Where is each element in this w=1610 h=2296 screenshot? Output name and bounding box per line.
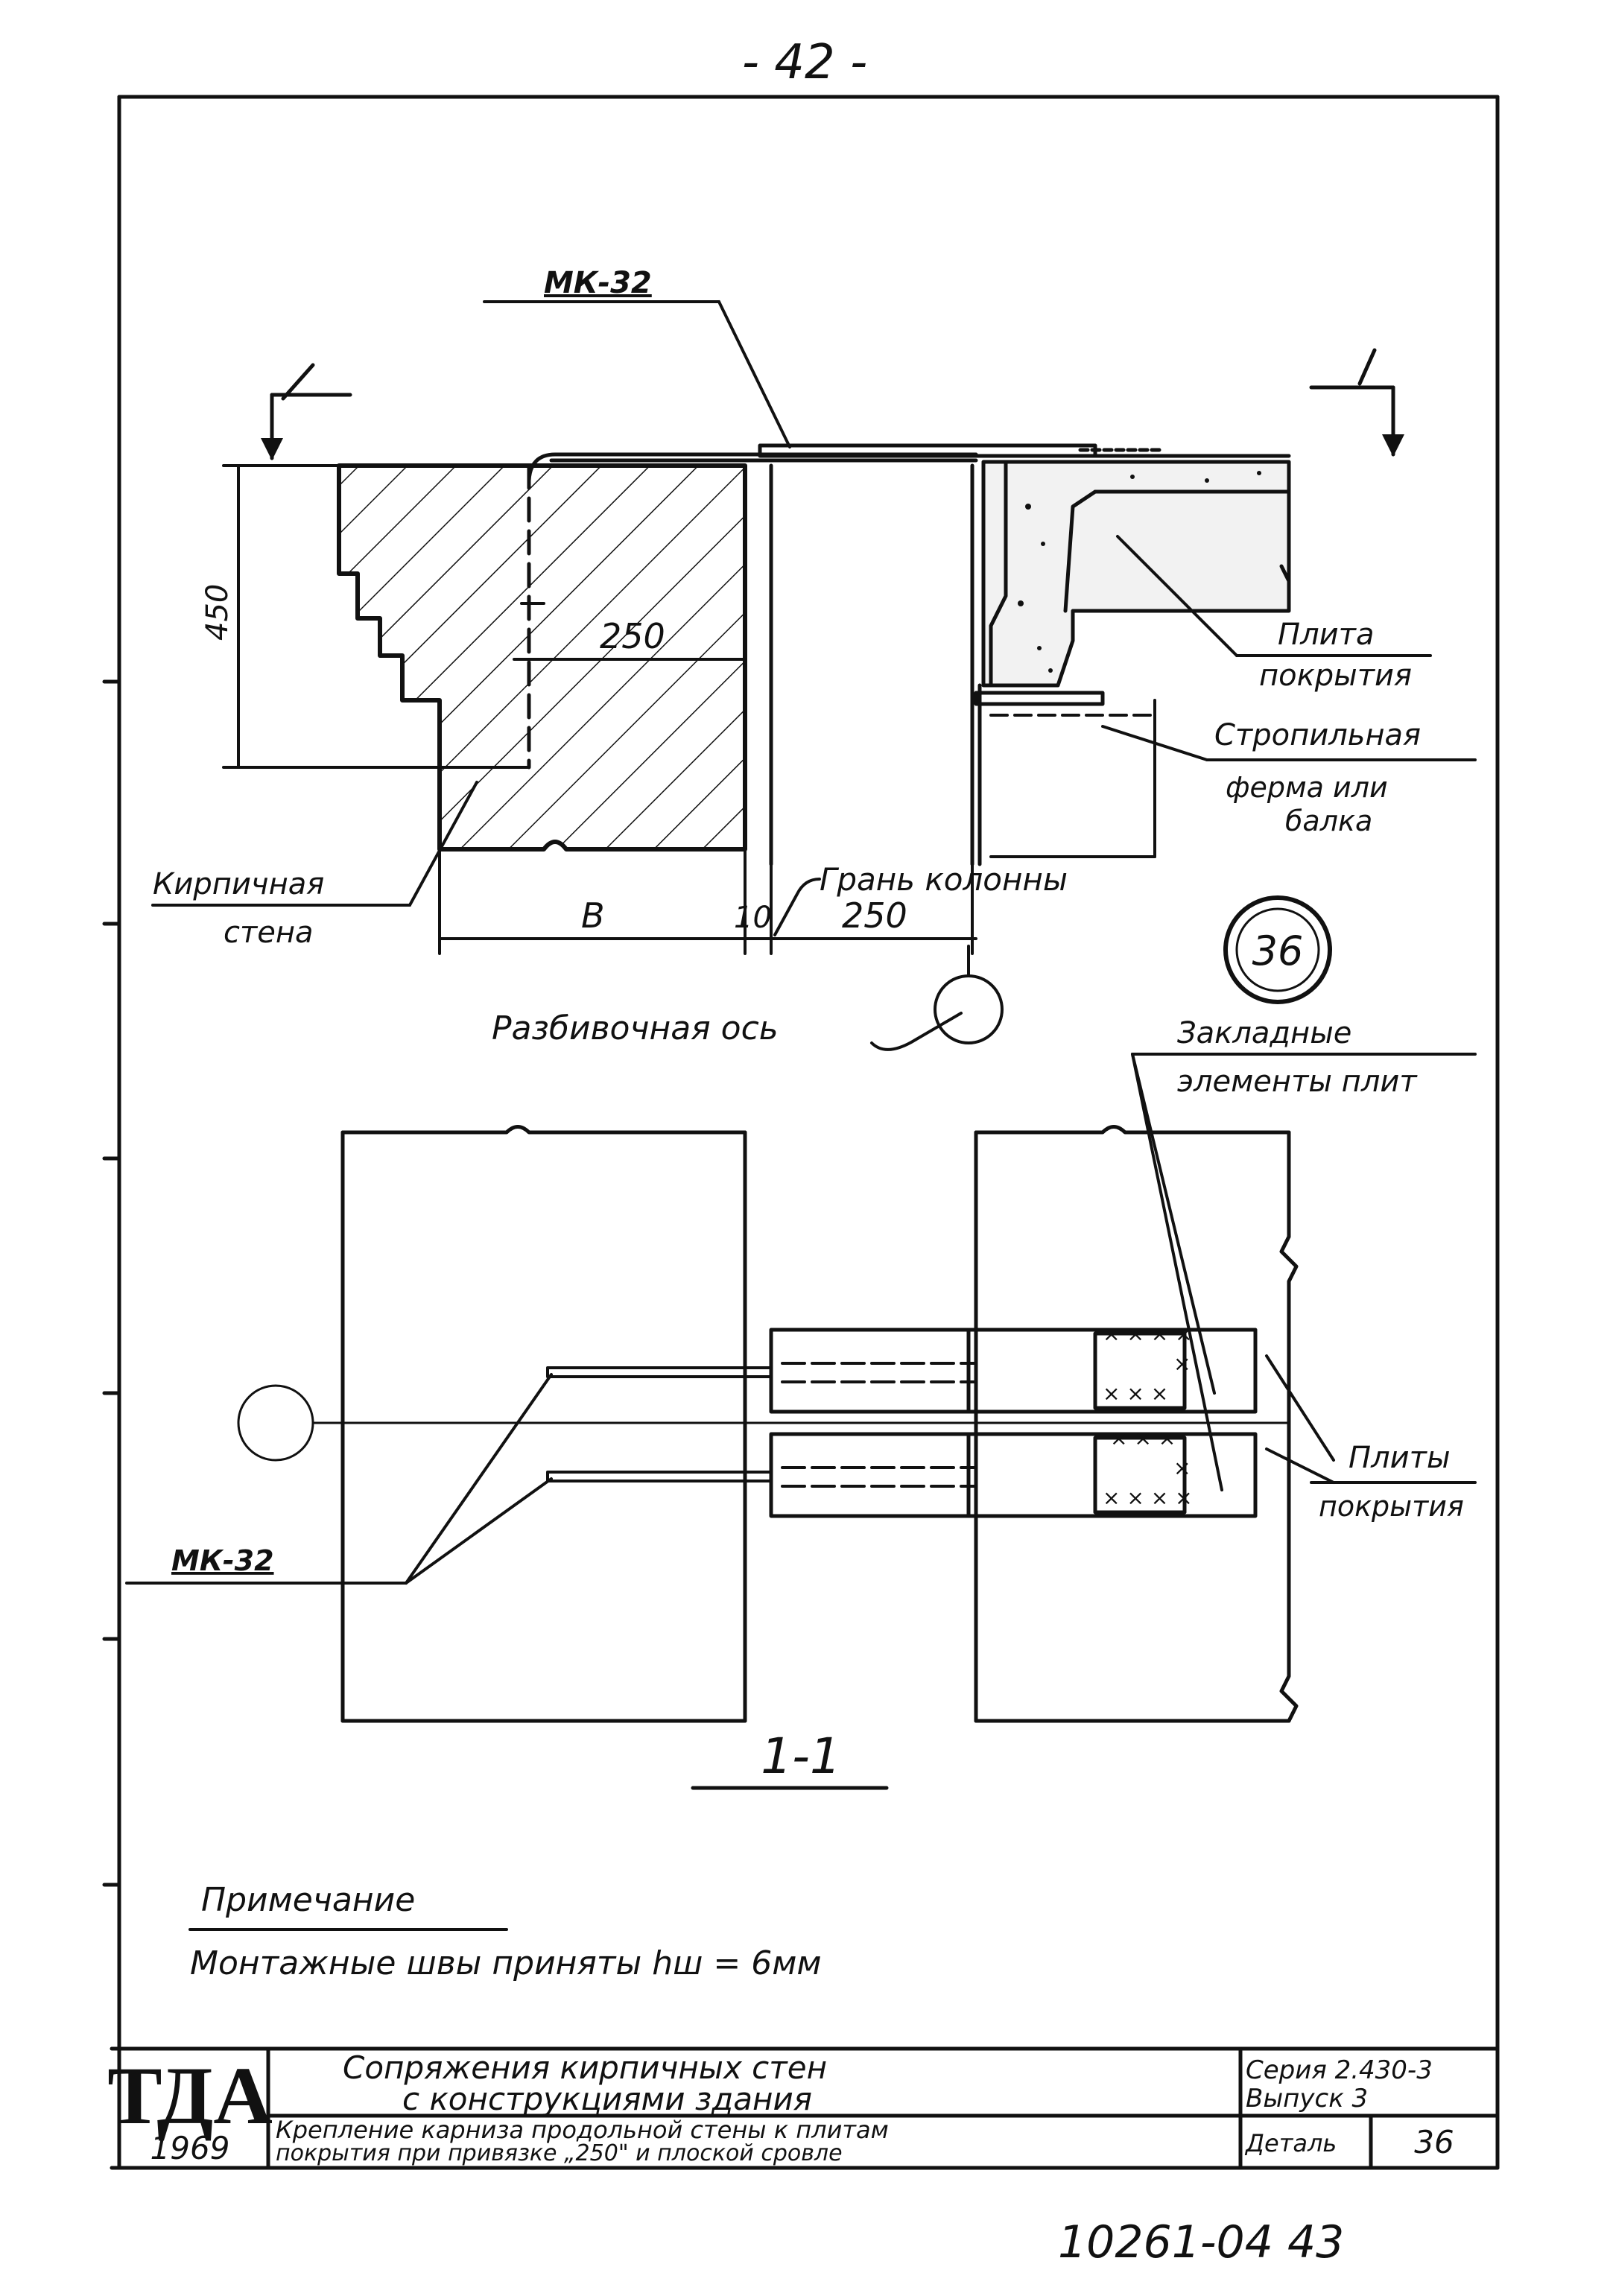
dimension-250-mid [513, 602, 747, 661]
svg-text:× × ×: × × × [1103, 1381, 1168, 1406]
title-block-subtitle-1: Крепление карниза продольной стены к пли… [276, 2116, 889, 2144]
detail-circle-number: 36 [1252, 927, 1304, 974]
plan-left-wall [340, 1125, 747, 1723]
detail-circle [1223, 895, 1332, 1004]
truss-leader [1101, 725, 1477, 761]
brick-wall-label-2: стена [224, 916, 314, 950]
title-block-issue: Выпуск 3 [1246, 2084, 1368, 2113]
roof-slab [974, 460, 1291, 706]
title-block-series: Серия 2.430-3 [1246, 2055, 1433, 2085]
page-number: - 42 - [742, 35, 867, 90]
svg-text:× × ×: × × × [1110, 1426, 1176, 1450]
note-title: Примечание [201, 1881, 415, 1919]
dim-450-label: 450 [200, 584, 235, 641]
axis-label: Разбивочная ось [492, 1009, 779, 1047]
dim-b-label: В [581, 895, 605, 936]
embedded-label-2: элементы плит [1177, 1065, 1418, 1099]
binding-marks [102, 679, 121, 1887]
axis-bubble-top [870, 945, 1004, 1051]
mk32-label-bottom: МК-32 [171, 1544, 274, 1577]
svg-text:×: × [1173, 1351, 1191, 1376]
dimension-450 [222, 464, 530, 769]
column-face-leader [773, 878, 821, 936]
title-block-title-2: с конструкциями здания [402, 2081, 812, 2117]
brick-wall-leader [151, 781, 478, 907]
plate-cover-label-2: покрытия [1259, 659, 1412, 693]
slab-texture [1018, 471, 1261, 673]
truss-label-1: Стропильная [1214, 718, 1421, 752]
title-block-frame [110, 2046, 1500, 2170]
truss-label-3: балка [1285, 805, 1372, 837]
mk32-leader-bottom [125, 1373, 553, 1585]
brick-wall-label-1: Кирпичная [153, 867, 324, 901]
truss-label-2: ферма или [1226, 771, 1388, 804]
mk32-label-top: МК-32 [544, 266, 652, 300]
title-block-detail-number: 36 [1414, 2124, 1454, 2160]
brick-wall-section [337, 463, 747, 852]
title-block-title-1: Сопряжения кирпичных стен [343, 2049, 827, 2086]
truss-beam [989, 699, 1156, 858]
embedded-label-1: Закладные [1177, 1016, 1351, 1050]
plan-mk32-bars [546, 1339, 1097, 1506]
sheet-frame [110, 95, 1500, 2170]
title-block-detail-label: Деталь [1244, 2129, 1337, 2157]
note-text: Монтажные швы приняты hш = 6мм [190, 1944, 822, 1982]
plates-cover-label-2: покрытия [1319, 1490, 1464, 1523]
title-block-year: 1969 [150, 2130, 230, 2166]
section-title: 1-1 [761, 1728, 841, 1785]
plan-right-column [974, 1125, 1299, 1723]
mk32-leader-top [483, 300, 791, 448]
title-block-subtitle-2: покрытия при привязке „250" и плоской ср… [276, 2140, 843, 2166]
plates-cover-leader [1265, 1354, 1477, 1484]
svg-text:× × × ×: × × × × [1103, 1485, 1193, 1510]
embedded-leader [1131, 1053, 1477, 1491]
weld-marks: × × × × × × × × × × × × × × × × [1103, 1322, 1193, 1510]
dim-250-mid-label: 250 [600, 616, 665, 656]
svg-text:× × × ×: × × × × [1103, 1322, 1193, 1346]
column [769, 463, 982, 866]
dim-250-right-label: 250 [842, 895, 907, 936]
plan-axis [237, 1384, 1290, 1462]
section-cut-right [1309, 348, 1404, 457]
dimension-bottom [438, 848, 977, 955]
dim-10-label: 10 [734, 901, 772, 935]
column-face-label: Грань колонны [820, 861, 1068, 898]
section-cut-left [261, 363, 352, 460]
svg-text:×: × [1173, 1456, 1191, 1480]
doc-number: 10261-04 43 [1058, 2216, 1344, 2268]
plates-cover-label-1: Плиты [1348, 1441, 1451, 1475]
plate-cover-leader [1116, 535, 1432, 657]
plate-cover-label-1: Плита [1278, 618, 1374, 652]
mk32-plate [527, 443, 1291, 483]
title-block-logo: ТДА [107, 2050, 273, 2141]
